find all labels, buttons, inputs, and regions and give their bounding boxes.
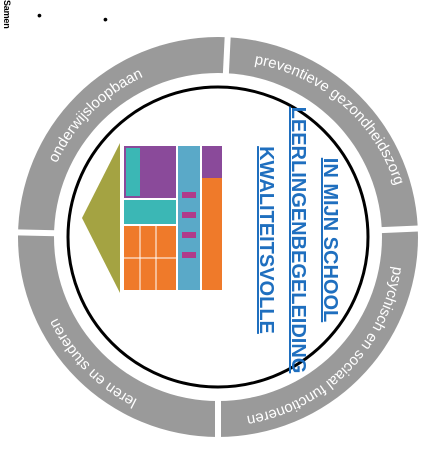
corner-bullet-2: • xyxy=(103,11,108,27)
school-house-diagram-icon xyxy=(82,143,222,293)
title-line-2: LEERLINGENBEGELEIDING xyxy=(287,107,309,374)
title-group: KWALITEITSVOLLE LEERLINGENBEGELEIDING IN… xyxy=(255,107,341,374)
corner-bullet-1: • xyxy=(37,7,42,23)
title-line-1: KWALITEITSVOLLE xyxy=(255,146,277,334)
title-line-3: IN MIJN SCHOOL xyxy=(319,158,341,322)
inner-border xyxy=(66,85,370,389)
